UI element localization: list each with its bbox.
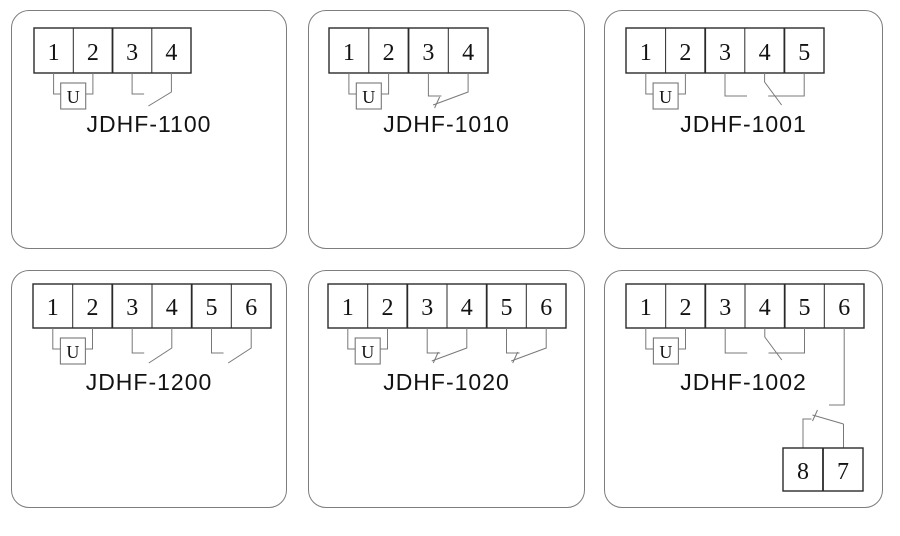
model-label: JDHF-1200	[85, 369, 213, 395]
terminal-number: 1	[343, 40, 355, 66]
terminal-number: 4	[462, 40, 474, 66]
terminal-number: 5	[206, 295, 218, 321]
terminal-number: 2	[679, 40, 691, 66]
terminal-number: 2	[87, 40, 99, 66]
coil-voltage-label: U	[66, 342, 79, 362]
coil-symbol: U	[645, 328, 686, 365]
panel-jdhf-1010: 1 2 3 4 U JDHF-1010	[308, 10, 585, 249]
terminal-number: 5	[799, 295, 811, 321]
terminal-number: 2	[382, 295, 394, 321]
coil-symbol: U	[347, 328, 388, 365]
wiring-diagram-jdhf-1002: 1 2 3 4 5 6 U	[625, 283, 865, 492]
terminal-number: 2	[87, 295, 99, 321]
contact-normally-closed	[506, 328, 547, 364]
model-label: JDHF-1010	[383, 111, 510, 137]
coil-voltage-label: U	[67, 87, 80, 107]
model-label: JDHF-1100	[86, 111, 212, 137]
terminal-number: 8	[797, 459, 809, 485]
terminal-number: 4	[759, 295, 771, 321]
terminal-number: 3	[126, 40, 138, 66]
terminal-number: 1	[640, 40, 652, 66]
terminal-number: 4	[166, 295, 178, 321]
terminal-number: 1	[48, 40, 60, 66]
wiring-diagram-jdhf-1020: 1 2 3 4 5 6 U	[327, 283, 567, 365]
terminal-number: 1	[47, 295, 59, 321]
panel-jdhf-1020: 1 2 3 4 5 6 U	[308, 270, 585, 508]
wiring-diagram-jdhf-1001: 1 2 3 4 5 U	[625, 27, 825, 110]
terminal-block: 1 2 3 4	[33, 27, 192, 74]
coil-voltage-label: U	[362, 87, 375, 107]
terminal-number: 5	[798, 40, 810, 66]
terminal-number: 3	[421, 295, 433, 321]
terminal-number: 4	[165, 40, 177, 66]
terminal-block: 1 2 3 4	[328, 27, 489, 74]
coil-symbol: U	[52, 328, 93, 365]
contact-normally-open	[211, 328, 252, 364]
coil-symbol: U	[348, 73, 390, 110]
aux-terminal-block: 8 7	[782, 447, 864, 492]
panel-jdhf-1100: 1 2 3 4 U JDHF-1100	[11, 10, 287, 249]
contact-changeover-aux	[802, 328, 845, 448]
panel-jdhf-1002: 1 2 3 4 5 6 U	[604, 270, 883, 508]
panel-jdhf-1001: 1 2 3 4 5 U JDHF-1001	[604, 10, 883, 249]
terminal-block: 1 2 3 4 5 6	[327, 283, 567, 329]
terminal-number: 6	[540, 295, 552, 321]
terminal-number: 2	[383, 40, 395, 66]
wiring-diagram-jdhf-1010: 1 2 3 4 U	[328, 27, 489, 110]
coil-voltage-label: U	[659, 87, 672, 107]
terminal-block: 1 2 3 4 5 6	[32, 283, 272, 329]
panel-jdhf-1200: 1 2 3 4 5 6 U JDHF-1200	[11, 270, 287, 508]
terminal-number: 4	[759, 40, 771, 66]
wiring-diagram-jdhf-1200: 1 2 3 4 5 6 U	[32, 283, 272, 365]
terminal-number: 2	[680, 295, 692, 321]
terminal-number: 7	[837, 459, 849, 485]
contact-normally-closed	[426, 328, 468, 364]
terminal-number: 3	[719, 40, 731, 66]
terminal-number: 6	[838, 295, 850, 321]
terminal-number: 4	[461, 295, 473, 321]
contact-normally-closed	[427, 73, 469, 109]
wiring-diagram-jdhf-1100: 1 2 3 4 U	[33, 27, 192, 110]
contact-changeover	[724, 328, 805, 361]
model-label: JDHF-1001	[680, 111, 807, 137]
terminal-block: 1 2 3 4 5	[625, 27, 825, 74]
contact-normally-open	[131, 328, 173, 364]
model-label: JDHF-1002	[680, 369, 807, 395]
terminal-number: 5	[501, 295, 513, 321]
coil-voltage-label: U	[361, 342, 374, 362]
terminal-number: 3	[719, 295, 731, 321]
terminal-number: 6	[245, 295, 257, 321]
terminal-number: 1	[342, 295, 354, 321]
terminal-number: 3	[126, 295, 138, 321]
terminal-number: 3	[422, 40, 434, 66]
terminal-block: 1 2 3 4 5 6	[625, 283, 865, 329]
coil-symbol: U	[53, 73, 94, 110]
coil-voltage-label: U	[659, 342, 672, 362]
contact-normally-open	[131, 73, 172, 107]
coil-symbol: U	[645, 73, 686, 110]
contact-changeover	[724, 73, 805, 106]
model-label: JDHF-1020	[383, 369, 510, 395]
terminal-number: 1	[640, 295, 652, 321]
